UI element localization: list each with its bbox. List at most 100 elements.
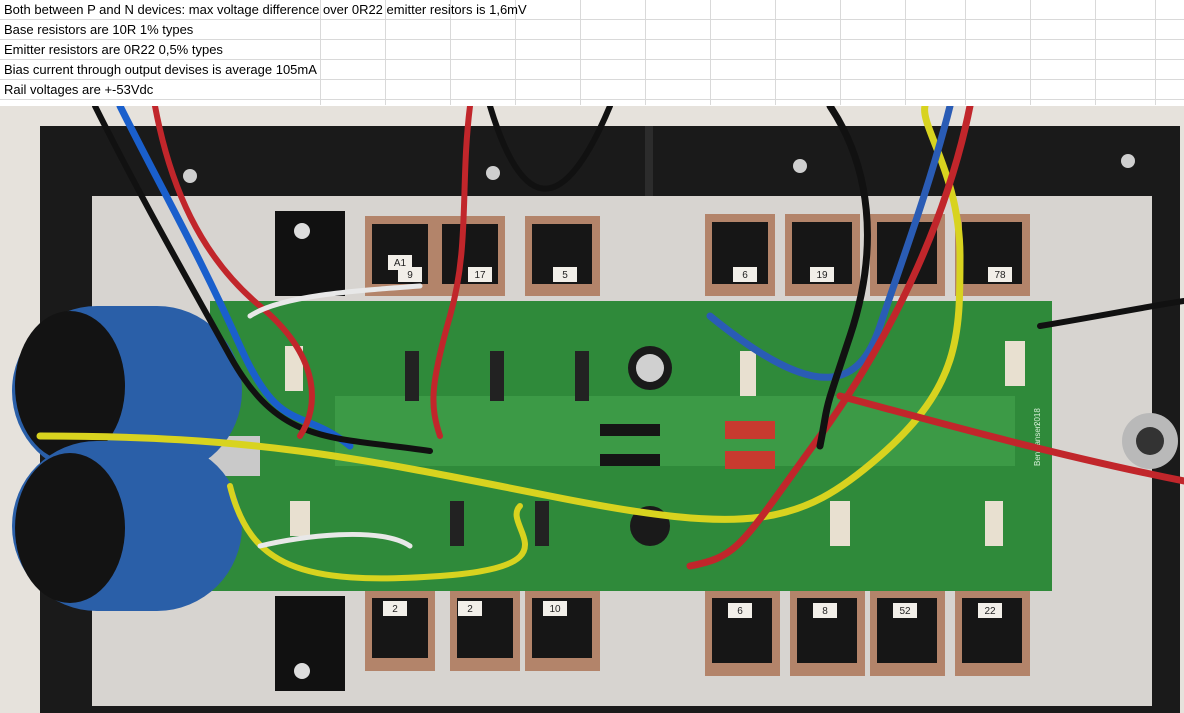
- transistor-label: 6: [737, 606, 743, 617]
- transistor-label: 19: [816, 270, 828, 281]
- resistor: [575, 351, 589, 401]
- wire-red: [836, 392, 1184, 485]
- wire-red: [430, 106, 473, 439]
- spreadsheet-row[interactable]: Emitter resistors are 0R22 0,5% types: [0, 40, 1184, 60]
- grid-line: [965, 0, 966, 105]
- wire-black: [1037, 298, 1184, 329]
- transistor-hole: [294, 663, 310, 679]
- capacitor-end: [15, 311, 125, 461]
- wire-black: [92, 106, 433, 454]
- grid-line: [645, 0, 646, 105]
- speaker-terminal-center: [1136, 427, 1164, 455]
- grid-line: [1155, 0, 1156, 105]
- heatsink-seam: [645, 126, 653, 206]
- cell-text: Emitter resistors are 0R22 0,5% types: [4, 42, 223, 57]
- capacitor-end: [15, 453, 125, 603]
- grid-line: [905, 0, 906, 105]
- wiring: [36, 106, 1184, 582]
- spreadsheet-row[interactable]: Both between P and N devices: max voltag…: [0, 0, 1184, 20]
- transistor-label: 6: [742, 270, 748, 281]
- board-silkscreen-text: 2018: [1033, 408, 1042, 426]
- transistor-hole: [294, 223, 310, 239]
- transistor-label: 5: [562, 270, 568, 281]
- resistor: [740, 351, 756, 396]
- grid-line: [385, 0, 386, 105]
- transistor-label: 22: [984, 606, 996, 617]
- transistor-label-tag: [388, 255, 412, 270]
- transistor-label-tag: [458, 601, 482, 616]
- transistor-label-tag: [988, 267, 1012, 282]
- resistor: [290, 501, 310, 536]
- filter-capacitor-bottom: [12, 441, 242, 611]
- transistor-label-tag: [733, 267, 757, 282]
- resistor: [1005, 341, 1025, 386]
- transistor-label: 78: [994, 270, 1006, 281]
- wire-black: [816, 106, 871, 450]
- resistor: [450, 501, 464, 546]
- film-capacitor: [725, 421, 775, 439]
- grid-line: [1030, 0, 1031, 105]
- transistor: [275, 211, 345, 296]
- diode: [600, 424, 660, 436]
- grid-line: [450, 0, 451, 105]
- wire-white: [247, 283, 423, 319]
- resistor: [985, 501, 1003, 546]
- diode: [600, 454, 660, 466]
- film-capacitor: [725, 451, 775, 469]
- grid-line: [775, 0, 776, 105]
- resistor: [535, 501, 549, 546]
- transistor-label-tag: [893, 603, 917, 618]
- transistor-label: 9: [407, 270, 413, 281]
- resistor: [830, 501, 850, 546]
- wire-red: [152, 106, 315, 439]
- transistor-label: 10: [549, 604, 561, 615]
- wire-white: [257, 532, 413, 549]
- wire-red: [686, 106, 974, 570]
- transistor-label: 2: [467, 604, 473, 615]
- grid-line: [515, 0, 516, 105]
- transistor-label-tag: [543, 601, 567, 616]
- grid-line: [710, 0, 711, 105]
- resistor: [405, 351, 419, 401]
- transistor-label: 2: [392, 604, 398, 615]
- wire-yellow: [36, 106, 964, 523]
- transistor: [275, 596, 345, 691]
- resistor: [285, 346, 303, 391]
- transistor-label: 8: [822, 606, 828, 617]
- top-transistor-labels: A19 17 5 6 19 78: [388, 255, 1012, 282]
- transistor-label-tag: [553, 267, 577, 282]
- grid-line: [580, 0, 581, 105]
- cell-text: Both between P and N devices: max voltag…: [4, 2, 527, 17]
- cell-text: Rail voltages are +-53Vdc: [4, 82, 154, 97]
- spreadsheet-row[interactable]: Base resistors are 10R 1% types: [0, 20, 1184, 40]
- wire-black: [487, 106, 613, 192]
- mounting-hole: [183, 169, 197, 183]
- transistor-label-tag: [978, 603, 1002, 618]
- transistor-label: 17: [474, 270, 486, 281]
- mounting-hole: [486, 166, 500, 180]
- transistor-label-tag: [810, 267, 834, 282]
- transistor-label-tag: [468, 267, 492, 282]
- transistor-label-tag: [383, 601, 407, 616]
- grid-line: [1095, 0, 1096, 105]
- spreadsheet-row[interactable]: Rail voltages are +-53Vdc: [0, 80, 1184, 100]
- transistor-label-tag: [813, 603, 837, 618]
- mounting-hole: [793, 159, 807, 173]
- transistor-label: 52: [899, 606, 911, 617]
- capacitor-top: [636, 354, 664, 382]
- cell-text: Base resistors are 10R 1% types: [4, 22, 194, 37]
- wire-blue: [706, 106, 954, 381]
- transistor-label: A1: [394, 258, 407, 269]
- transistor-label-tag: [398, 267, 422, 282]
- cell-text: Bias current through output devises is a…: [4, 62, 317, 77]
- pcb-components: [210, 341, 1025, 546]
- grid-line: [320, 0, 321, 105]
- transistor-label-tag: [728, 603, 752, 618]
- mounting-hole: [1121, 154, 1135, 168]
- resistor: [490, 351, 504, 401]
- spreadsheet-row[interactable]: Bias current through output devises is a…: [0, 60, 1184, 80]
- grid-line: [840, 0, 841, 105]
